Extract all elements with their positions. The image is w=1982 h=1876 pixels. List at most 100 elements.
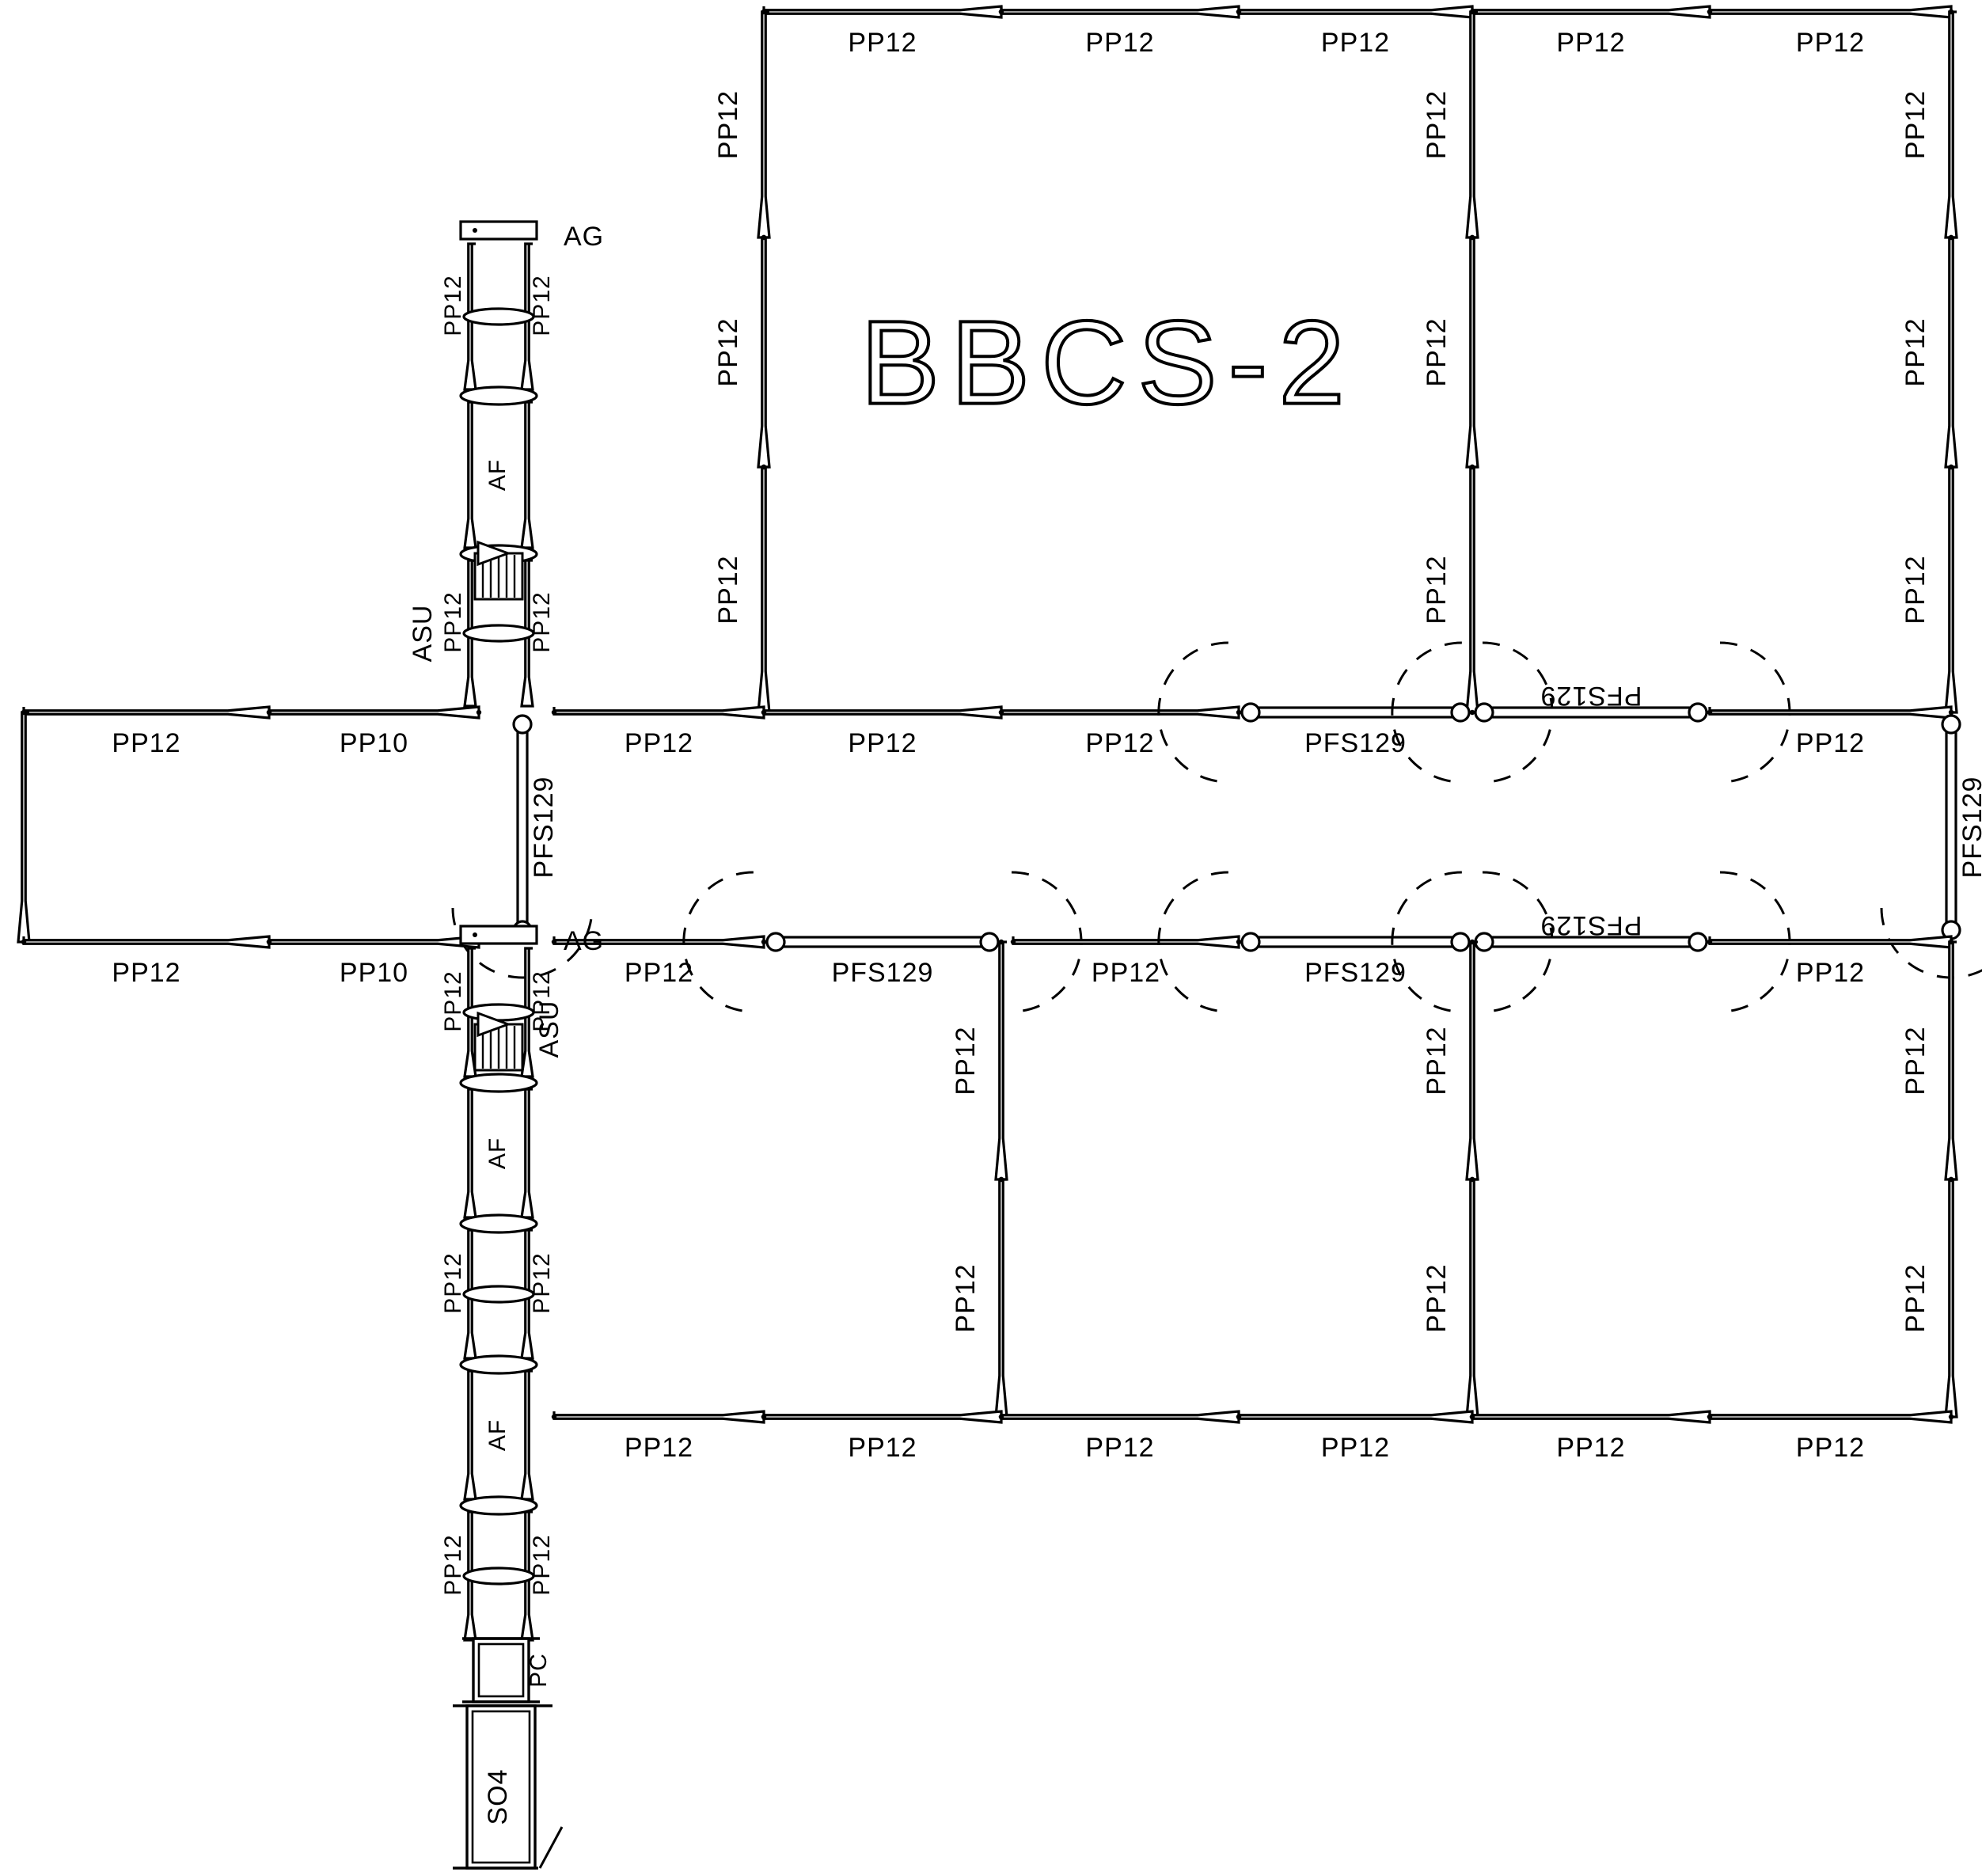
duct-segment[interactable] [17, 711, 31, 944]
pfs-segment[interactable] [1474, 932, 1708, 952]
duct-segment[interactable] [520, 401, 534, 549]
duct-segment[interactable] [757, 236, 771, 469]
pfs-segment[interactable] [765, 932, 1000, 952]
joint-dot [1948, 9, 1954, 15]
duct-segment[interactable] [22, 935, 271, 949]
duct-body [552, 705, 765, 720]
segment-label: PFS129 [1957, 777, 1982, 879]
joint-dot [1948, 1414, 1954, 1420]
duct-segment[interactable] [1471, 1410, 1711, 1424]
duct-body [463, 401, 477, 549]
duct-segment[interactable] [1465, 465, 1479, 714]
duct-segment[interactable] [1237, 1410, 1474, 1424]
riser-assembly[interactable] [459, 220, 538, 643]
segment-label: PP12 [1422, 555, 1452, 624]
duct-segment[interactable] [1000, 705, 1240, 720]
riser-band [462, 1285, 535, 1304]
duct-segment[interactable] [757, 10, 771, 239]
duct-body [268, 705, 480, 720]
duct-segment[interactable] [1944, 236, 1958, 469]
joint-dot [551, 709, 557, 716]
joint-dot [998, 1176, 1004, 1183]
segment-label: PP12 [848, 1433, 917, 1463]
segment-label: PP12 [1321, 28, 1390, 58]
duct-segment[interactable] [1465, 1178, 1479, 1418]
segment-label: PP12 [529, 1252, 555, 1313]
duct-segment[interactable] [1708, 705, 1953, 720]
duct-segment[interactable] [762, 5, 1003, 19]
segment-label: PP12 [112, 958, 180, 988]
duct-body [1465, 465, 1479, 714]
duct-segment[interactable] [762, 1410, 1003, 1424]
segment-label: AG [564, 926, 604, 956]
valve-fitting[interactable] [473, 540, 524, 601]
segment-label: PP12 [848, 728, 917, 758]
duct-segment[interactable] [520, 1088, 534, 1219]
duct-segment[interactable] [1471, 5, 1711, 19]
duct-segment[interactable] [552, 1410, 765, 1424]
duct-segment[interactable] [994, 1178, 1008, 1418]
segment-label: PFS129 [1304, 728, 1407, 758]
equipment-pc-box[interactable] [462, 1637, 540, 1703]
duct-segment[interactable] [1000, 5, 1240, 19]
segment-label: PP12 [1796, 728, 1865, 758]
duct-segment[interactable] [994, 940, 1008, 1181]
duct-segment[interactable] [1012, 935, 1240, 949]
pfs-segment[interactable] [1941, 714, 1961, 940]
pfs-end-cap [1941, 714, 1961, 735]
pfs-segment[interactable] [1240, 702, 1471, 723]
pfs-segment[interactable] [1240, 932, 1471, 952]
duct-body [520, 1088, 534, 1219]
duct-segment[interactable] [268, 705, 480, 720]
duct-body [1708, 1410, 1953, 1424]
duct-segment[interactable] [1944, 10, 1958, 239]
duct-segment[interactable] [22, 705, 271, 720]
segment-label: PP12 [951, 1026, 981, 1095]
duct-segment[interactable] [520, 1369, 534, 1501]
joint-dot [761, 234, 767, 241]
duct-segment[interactable] [762, 705, 1003, 720]
duct-segment[interactable] [1237, 5, 1474, 19]
segment-label: PP12 [1556, 1433, 1625, 1463]
duct-segment[interactable] [1000, 1410, 1240, 1424]
duct-segment[interactable] [1708, 1410, 1953, 1424]
segment-label: PP12 [440, 275, 466, 336]
drawing-title: BBCS-2 [860, 296, 1356, 429]
segment-label: PP12 [625, 1433, 693, 1463]
expansion-arc [1157, 871, 1228, 1013]
duct-segment[interactable] [552, 705, 765, 720]
joint-dot [998, 9, 1004, 15]
duct-body [22, 935, 271, 949]
segment-label: PP12 [529, 970, 555, 1031]
segment-label: PP12 [951, 1263, 981, 1332]
duct-segment[interactable] [757, 465, 771, 714]
duct-body [1944, 1178, 1958, 1418]
duct-segment[interactable] [1465, 940, 1479, 1181]
joint-dot [1236, 709, 1242, 716]
duct-segment[interactable] [463, 1088, 477, 1219]
duct-segment[interactable] [268, 935, 480, 949]
joint-dot [761, 709, 767, 716]
expansion-arc [1157, 641, 1228, 784]
segment-label: AF [484, 459, 511, 491]
valve-fitting[interactable] [473, 1011, 524, 1072]
duct-segment[interactable] [1465, 236, 1479, 469]
pfs-segment[interactable] [512, 714, 533, 940]
duct-segment[interactable] [1465, 10, 1479, 239]
duct-body [1944, 10, 1958, 239]
joint-dot [551, 939, 557, 945]
segment-label: PP10 [340, 728, 408, 758]
duct-segment[interactable] [1708, 935, 1953, 949]
duct-segment[interactable] [1944, 465, 1958, 714]
pfs-segment[interactable] [1474, 702, 1708, 723]
segment-label: PP12 [1085, 1433, 1154, 1463]
duct-segment[interactable] [1944, 1178, 1958, 1418]
pfs-end-cap [765, 932, 786, 952]
duct-segment[interactable] [463, 1369, 477, 1501]
riser-coupling [459, 1354, 538, 1375]
duct-segment[interactable] [1708, 5, 1953, 19]
joint-dot [21, 709, 27, 716]
duct-body [22, 705, 271, 720]
equipment-so4-box[interactable] [453, 1704, 564, 1870]
duct-segment[interactable] [463, 401, 477, 549]
